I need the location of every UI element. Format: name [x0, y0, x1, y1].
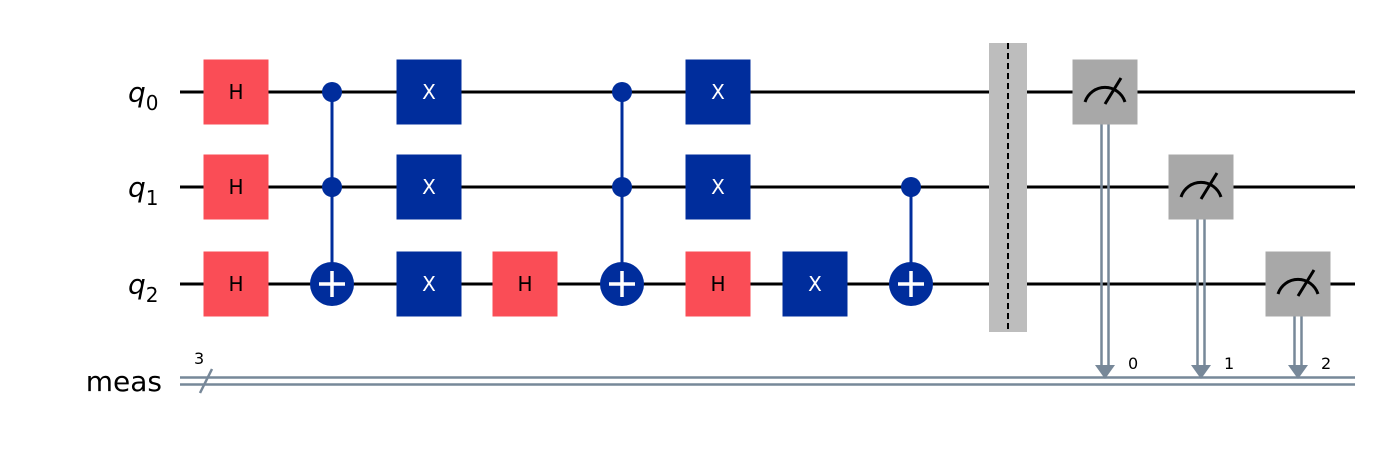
x-gate: X — [396, 59, 462, 125]
measure-bit-index: 0 — [1128, 354, 1138, 373]
control-dot — [612, 177, 632, 197]
control-dot — [322, 82, 342, 102]
control-dot — [612, 82, 632, 102]
gate-label: X — [711, 80, 725, 104]
wire-layer: 3 — [180, 90, 1355, 394]
meter-arc-icon — [1179, 180, 1223, 198]
x-gate: X — [396, 251, 462, 317]
gate-label: H — [710, 272, 725, 296]
x-gate: X — [685, 154, 751, 220]
wire-label-q0: q0 — [128, 76, 159, 115]
wire-label-base: q — [128, 171, 146, 204]
gate-label: H — [228, 80, 243, 104]
gate-box — [396, 154, 462, 220]
gate-label: H — [228, 175, 243, 199]
gate-box — [203, 59, 269, 125]
wire-label-base: q — [128, 268, 146, 301]
gate-box — [396, 251, 462, 317]
measure-arrow-icon — [1095, 365, 1115, 379]
classical-register-label: meas — [86, 365, 162, 398]
wire-label-q2: q2 — [128, 268, 159, 307]
barrier — [989, 43, 1027, 332]
measure-gate: 2 — [1265, 251, 1331, 379]
gate-box — [685, 59, 751, 125]
h-gate: H — [203, 59, 269, 125]
control-dot — [322, 177, 342, 197]
gate-box — [203, 251, 269, 317]
x-gate: X — [782, 251, 848, 317]
meter-needle-icon — [1103, 77, 1123, 105]
h-gate: H — [203, 154, 269, 220]
gate-label: X — [422, 175, 436, 199]
x-gate: X — [685, 59, 751, 125]
gate-label: X — [422, 272, 436, 296]
measure-arrow-icon — [1288, 365, 1308, 379]
gate-box — [782, 251, 848, 317]
h-gate: H — [203, 251, 269, 317]
measure-box — [1265, 251, 1331, 317]
gate-label: H — [228, 272, 243, 296]
register-width-slash — [198, 368, 214, 394]
wire-label-subscript: 2 — [146, 283, 159, 307]
gate-box — [685, 154, 751, 220]
meter-arc-icon — [1276, 277, 1320, 295]
measure-box — [1072, 59, 1138, 125]
gate-label: X — [711, 175, 725, 199]
measure-bit-index: 2 — [1321, 354, 1331, 373]
meter-arc-icon — [1083, 85, 1127, 103]
wire-label-base: q — [128, 76, 146, 109]
toffoli-gate — [600, 82, 644, 306]
wire-label-q1: q1 — [128, 171, 159, 210]
gate-label: X — [422, 80, 436, 104]
gate-layer: H H H X X X H X X H X 0 1 2 — [203, 43, 1331, 379]
measure-bit-index: 1 — [1224, 354, 1234, 373]
measure-box — [1168, 154, 1234, 220]
gate-label: H — [517, 272, 532, 296]
gate-box — [492, 251, 558, 317]
h-gate: H — [685, 251, 751, 317]
wire-label-subscript: 0 — [146, 91, 159, 115]
measure-arrow-icon — [1191, 365, 1211, 379]
gate-box — [685, 251, 751, 317]
gate-box — [396, 59, 462, 125]
meter-needle-icon — [1296, 269, 1316, 297]
wire-label-subscript: 1 — [146, 186, 159, 210]
x-gate: X — [396, 154, 462, 220]
gate-box — [203, 154, 269, 220]
h-gate: H — [492, 251, 558, 317]
cnot-gate — [889, 177, 933, 306]
toffoli-gate — [310, 82, 354, 306]
measure-gate: 1 — [1168, 154, 1234, 379]
control-dot — [901, 177, 921, 197]
register-size-label: 3 — [194, 349, 204, 368]
gate-label: X — [808, 272, 822, 296]
meter-needle-icon — [1199, 172, 1219, 200]
measure-gate: 0 — [1072, 59, 1138, 379]
